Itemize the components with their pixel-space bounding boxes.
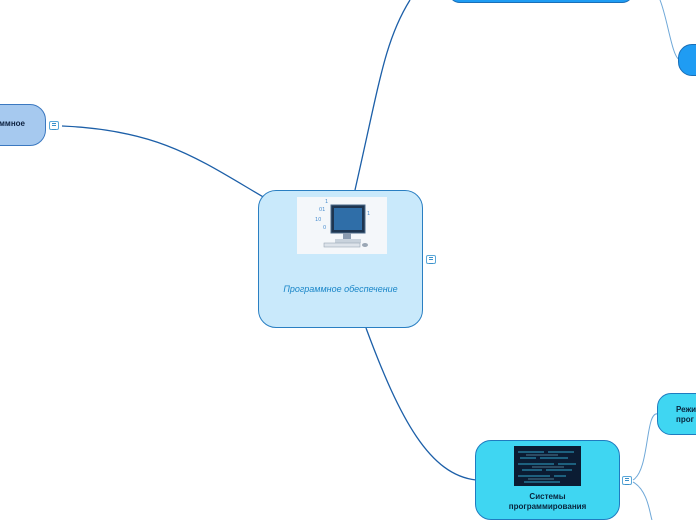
link-central-to-top xyxy=(354,0,411,191)
left-topic-label: ммное xyxy=(0,119,25,128)
computer-picture: 01 10 0 1 1 xyxy=(297,197,387,254)
right-topic-node[interactable] xyxy=(678,44,696,76)
link-top-to-right xyxy=(659,0,681,61)
svg-text:01: 01 xyxy=(319,207,325,213)
top-right-topic-node[interactable] xyxy=(448,0,634,3)
programming-expand-toggle-icon[interactable] xyxy=(622,476,632,485)
left-expand-toggle-icon[interactable] xyxy=(49,121,59,130)
programming-systems-label-line2: программирования xyxy=(508,502,587,511)
svg-text:1: 1 xyxy=(325,199,328,205)
code-screen-picture xyxy=(514,446,581,486)
mode-topic-node[interactable]: Режи прог xyxy=(657,393,696,435)
central-topic-node[interactable]: 01 10 0 1 1 Программное обеспечение xyxy=(258,190,423,328)
link-programming-to-mode xyxy=(632,413,659,481)
link-central-to-programming xyxy=(365,327,477,481)
programming-systems-label: Системы программирования xyxy=(476,492,619,512)
programming-systems-label-line1: Системы xyxy=(529,492,566,501)
svg-text:0: 0 xyxy=(323,225,326,231)
link-central-to-left xyxy=(61,125,266,199)
svg-text:1: 1 xyxy=(367,211,370,217)
central-expand-toggle-icon[interactable] xyxy=(426,255,436,264)
mode-topic-label-line2: прог xyxy=(676,415,694,424)
central-topic-label: Программное обеспечение xyxy=(283,284,398,294)
left-topic-node[interactable]: ммное xyxy=(0,104,46,146)
programming-systems-node[interactable]: Системы программирования xyxy=(475,440,620,520)
mode-topic-label-line1: Режи xyxy=(676,405,696,414)
svg-text:10: 10 xyxy=(315,217,321,223)
link-programming-to-lower xyxy=(632,481,653,520)
mode-topic-label: Режи прог xyxy=(676,405,696,425)
